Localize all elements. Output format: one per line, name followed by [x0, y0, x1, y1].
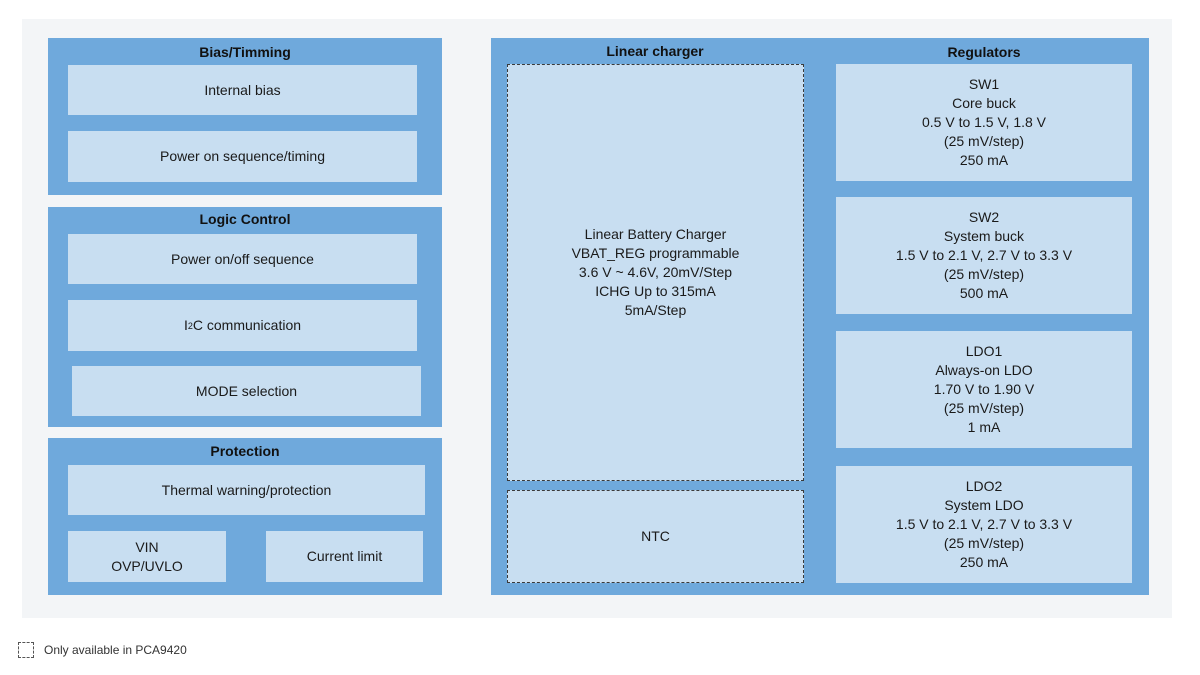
dashed-box-legend-icon	[18, 642, 34, 658]
ldo2-line-2: System LDO	[944, 497, 1024, 513]
ldo2-regulator-block: LDO2 System LDO 1.5 V to 2.1 V, 2.7 V to…	[836, 466, 1132, 583]
i2c-label: C communication	[192, 317, 302, 333]
sw1-line-3: 0.5 V to 1.5 V, 1.8 V	[921, 114, 1047, 130]
regulators-title: Regulators	[947, 44, 1021, 60]
sw1-line-2: Core buck	[952, 95, 1016, 111]
ldo2-line-1: LDO2	[965, 478, 1003, 494]
ldo1-line-2: Always-on LDO	[935, 362, 1033, 378]
sw1-line-1: SW1	[968, 76, 1000, 92]
ldo1-line-5: 1 mA	[967, 419, 1001, 435]
sw2-regulator-block: SW2 System buck 1.5 V to 2.1 V, 2.7 V to…	[836, 197, 1132, 314]
sw2-line-4: (25 mV/step)	[943, 266, 1025, 282]
power-panel: Linear charger Linear Battery Charger VB…	[491, 38, 1149, 595]
protection-panel: Protection Thermal warning/protection VI…	[48, 438, 442, 595]
sw2-line-5: 500 mA	[959, 285, 1009, 301]
vin-line: VIN	[135, 538, 159, 555]
linear-battery-charger-block: Linear Battery Charger VBAT_REG programm…	[507, 64, 804, 481]
ovp-uvlo-line: OVP/UVLO	[111, 557, 183, 574]
bias-timing-panel: Bias/Timming Internal bias Power on sequ…	[48, 38, 442, 195]
ldo1-line-4: (25 mV/step)	[943, 400, 1025, 416]
logic-control-title: Logic Control	[199, 211, 291, 227]
legend: Only available in PCA9420	[18, 642, 187, 658]
thermal-warning-block: Thermal warning/protection	[68, 465, 425, 515]
ldo1-line-1: LDO1	[965, 343, 1003, 359]
internal-bias-block: Internal bias	[68, 65, 417, 115]
ntc-block: NTC	[507, 490, 804, 583]
power-on-sequence-timing-block: Power on sequence/timing	[68, 131, 417, 182]
ldo2-line-5: 250 mA	[959, 554, 1009, 570]
charger-line-1: Linear Battery Charger	[584, 226, 727, 242]
ldo2-line-4: (25 mV/step)	[943, 535, 1025, 551]
bias-timing-title: Bias/Timming	[199, 44, 291, 60]
current-limit-block: Current limit	[266, 531, 423, 582]
legend-label: Only available in PCA9420	[44, 643, 187, 657]
sw2-line-2: System buck	[943, 228, 1025, 244]
sw2-line-1: SW2	[968, 209, 1000, 225]
sw1-line-5: 250 mA	[959, 152, 1009, 168]
power-on-off-sequence-block: Power on/off sequence	[68, 234, 417, 284]
vin-ovp-uvlo-block: VIN OVP/UVLO	[68, 531, 226, 582]
charger-line-5: 5mA/Step	[624, 302, 687, 318]
ldo1-line-3: 1.70 V to 1.90 V	[933, 381, 1035, 397]
charger-line-2: VBAT_REG programmable	[571, 245, 740, 261]
ldo2-line-3: 1.5 V to 2.1 V, 2.7 V to 3.3 V	[895, 516, 1073, 532]
sw2-line-3: 1.5 V to 2.1 V, 2.7 V to 3.3 V	[895, 247, 1073, 263]
sw1-regulator-block: SW1 Core buck 0.5 V to 1.5 V, 1.8 V (25 …	[836, 64, 1132, 181]
mode-selection-block: MODE selection	[72, 366, 421, 416]
linear-charger-title: Linear charger	[606, 43, 704, 59]
i2c-prefix: I	[183, 317, 188, 333]
protection-title: Protection	[210, 443, 280, 459]
ldo1-regulator-block: LDO1 Always-on LDO 1.70 V to 1.90 V (25 …	[836, 331, 1132, 448]
charger-line-4: ICHG Up to 315mA	[595, 283, 716, 299]
sw1-line-4: (25 mV/step)	[943, 133, 1025, 149]
charger-line-3: 3.6 V ~ 4.6V, 20mV/Step	[578, 264, 733, 280]
